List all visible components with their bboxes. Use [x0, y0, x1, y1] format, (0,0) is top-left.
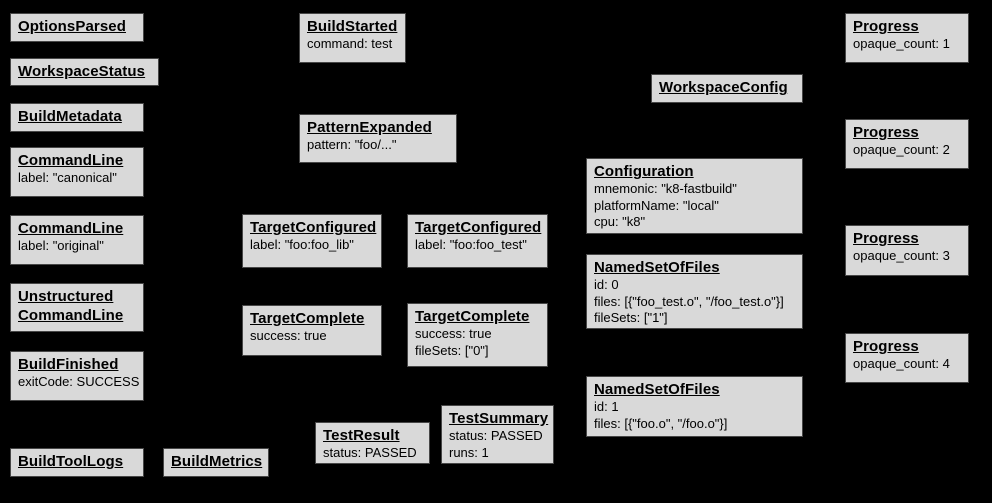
event-box-title: OptionsParsed [18, 18, 126, 35]
event-box-field: id: 0 [594, 277, 619, 292]
event-box-title: TargetComplete [250, 310, 365, 327]
event-box-unstructured-command-line: Unstructured CommandLine [10, 283, 144, 332]
event-box-title: CommandLine [18, 220, 124, 237]
event-box-field: status: PASSED [323, 445, 417, 460]
event-box-field: opaque_count: 3 [853, 248, 950, 263]
event-box-title: TargetConfigured [415, 219, 542, 236]
event-box-title: WorkspaceStatus [18, 63, 146, 80]
event-box-title: TargetConfigured [250, 219, 377, 236]
event-box-field: cpu: "k8" [594, 214, 646, 229]
event-box-build-metadata: BuildMetadata [10, 103, 144, 132]
event-box-title: CommandLine [18, 152, 124, 169]
event-box-title: TestResult [323, 427, 400, 444]
event-box-build-tool-logs: BuildToolLogs [10, 448, 144, 477]
event-box-title: BuildFinished [18, 356, 119, 373]
event-box-options-parsed: OptionsParsed [10, 13, 144, 42]
event-box-field: runs: 1 [449, 444, 489, 460]
event-box-title: NamedSetOfFiles [594, 259, 720, 276]
event-box-field: exitCode: SUCCESS [18, 374, 140, 389]
event-box-field: opaque_count: 1 [853, 36, 950, 51]
event-box-field: opaque_count: 4 [853, 356, 950, 371]
event-box-title: WorkspaceConfig [659, 79, 788, 96]
event-box-field: pattern: "foo/..." [307, 137, 397, 152]
event-box-title: Progress [853, 230, 919, 247]
event-box-title: PatternExpanded [307, 119, 432, 136]
event-box-title: NamedSetOfFiles [594, 381, 720, 398]
event-box-field: command: test [307, 36, 393, 51]
event-box-workspace-status: WorkspaceStatus [10, 58, 159, 86]
event-box-title: Progress [853, 18, 919, 35]
event-box-field: status: PASSED [449, 428, 543, 443]
event-box-field: mnemonic: "k8-fastbuild" [594, 181, 737, 196]
event-box-field: label: "foo:foo_test" [415, 237, 527, 252]
event-box-field: label: "canonical" [18, 170, 117, 185]
event-box-title: BuildMetrics [171, 453, 263, 470]
event-box-field: platformName: "local" [594, 197, 719, 213]
event-box-field: id: 1 [594, 399, 619, 414]
event-box-title: Progress [853, 338, 919, 355]
event-box-field: files: [{"foo.o", "/foo.o"}] [594, 415, 728, 431]
event-box-title: BuildStarted [307, 18, 398, 35]
event-box-field: fileSets: ["1"] [594, 310, 668, 325]
event-box-title: TargetComplete [415, 308, 530, 325]
event-box-field: opaque_count: 2 [853, 142, 950, 157]
event-box-field: success: true [415, 326, 492, 341]
event-box-field: success: true [250, 328, 327, 343]
event-box-title: BuildToolLogs [18, 453, 124, 470]
event-box-field: files: [{"foo_test.o", "/foo_test.o"}] [594, 293, 784, 309]
event-box-workspace-config: WorkspaceConfig [651, 74, 803, 103]
event-box-title: Configuration [594, 163, 694, 180]
event-box-title: BuildMetadata [18, 108, 122, 125]
event-box-field: label: "original" [18, 238, 104, 253]
event-box-title: Progress [853, 124, 919, 141]
event-box-title: Unstructured CommandLine [18, 288, 124, 324]
event-box-field: label: "foo:foo_lib" [250, 237, 354, 252]
event-box-field: fileSets: ["0"] [415, 342, 489, 358]
event-box-title: TestSummary [449, 410, 549, 427]
event-box-build-metrics: BuildMetrics [163, 448, 269, 477]
